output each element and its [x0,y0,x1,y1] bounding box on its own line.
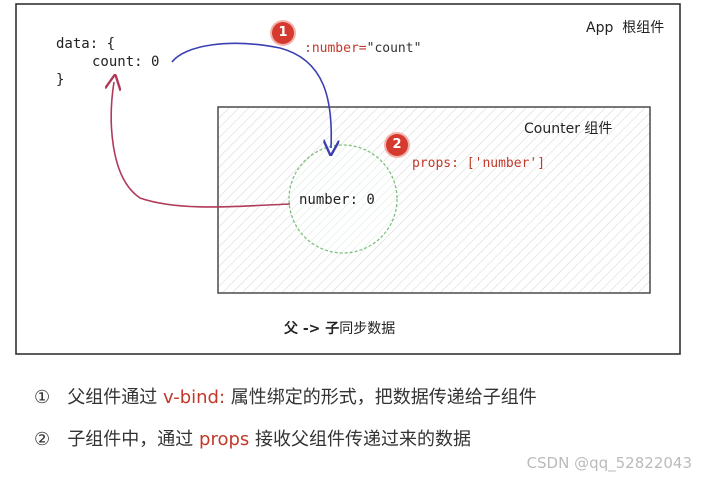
bind-expression: :number="count" [304,41,421,56]
watermark: CSDN @qq_52822043 [526,454,692,472]
note-1-before: 父组件通过 [67,387,164,408]
note-1-num: ① [34,387,51,408]
props-code: props: ['number'] [412,156,546,171]
diagram-caption: 父 -> 子同步数据 [284,318,395,338]
bind-value: "count" [366,41,422,56]
app-root-label: App 根组件 [586,20,665,36]
note-1-after: 属性绑定的形式，把数据传递给子组件 [225,387,537,408]
child-circle [288,144,398,254]
counter-label: Counter 组件 [524,121,613,137]
caption-strong: 父 -> 子 [284,321,340,337]
note-2-before: 子组件中，通过 [67,429,200,450]
note-2: ② 子组件中，通过 props 接收父组件传递过来的数据 [34,425,471,451]
bind-arrow [171,42,331,148]
badge-2: 2 [386,134,408,156]
number-prop-text: number: 0 [299,192,375,208]
note-1: ① 父组件通过 v-bind: 属性绑定的形式，把数据传递给子组件 [34,383,537,409]
note-1-highlight: v-bind: [163,387,226,408]
sync-arrow [111,82,291,208]
note-2-highlight: props [199,429,250,450]
count-line: count: 0 [92,54,160,70]
data-close-line: } [56,72,65,88]
data-open-line: data: { [56,36,116,52]
note-2-num: ② [34,429,51,450]
caption-rest: 同步数据 [339,321,396,337]
badge-1: 1 [272,22,294,44]
note-2-after: 接收父组件传递过来的数据 [249,429,472,450]
bind-attr: :number= [304,41,367,56]
